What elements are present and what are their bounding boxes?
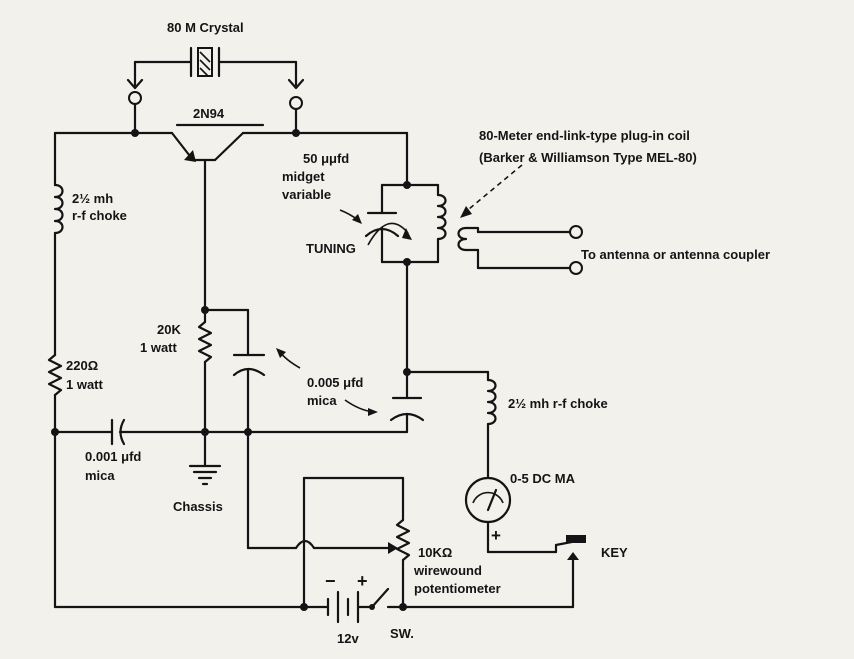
label-cap-001-2: mica bbox=[85, 468, 115, 483]
label-coil-line1: 80-Meter end-link-type plug-in coil bbox=[479, 128, 690, 143]
cap-005-left-symbol bbox=[203, 308, 398, 554]
label-cap-tune-3: variable bbox=[282, 187, 331, 202]
potentiometer-10k bbox=[300, 476, 411, 611]
label-battery-plus: + bbox=[357, 571, 368, 591]
label-cap-tune-1: 50 μμfd bbox=[303, 151, 349, 166]
telegraph-key bbox=[554, 535, 586, 609]
cap-005-right-symbol bbox=[389, 260, 425, 434]
label-meter: 0-5 DC MA bbox=[510, 471, 576, 486]
crystal-symbol bbox=[126, 46, 305, 135]
label-pot-2: wirewound bbox=[413, 563, 482, 578]
switch-sw bbox=[369, 587, 575, 610]
tuning-capacitor bbox=[364, 131, 440, 266]
label-key: KEY bbox=[601, 545, 628, 560]
right-choke bbox=[405, 370, 497, 480]
pointer-arrows bbox=[276, 209, 378, 416]
left-choke bbox=[53, 131, 137, 357]
battery-12v bbox=[53, 590, 374, 624]
label-antenna: To antenna or antenna coupler bbox=[581, 247, 770, 262]
label-pot-1: 10KΩ bbox=[418, 545, 452, 560]
label-choke-left-2: r-f choke bbox=[72, 208, 127, 223]
tank-coil bbox=[436, 164, 583, 275]
label-choke-right: 2½ mh r-f choke bbox=[508, 396, 608, 411]
label-chassis: Chassis bbox=[173, 499, 223, 514]
label-battery-minus: − bbox=[325, 571, 336, 591]
label-cap-tune-2: midget bbox=[282, 169, 325, 184]
transistor-2n94 bbox=[131, 123, 409, 312]
label-cap-001-1: 0.001 μfd bbox=[85, 449, 141, 464]
label-cap-005-2: mica bbox=[307, 393, 337, 408]
label-transistor: 2N94 bbox=[193, 106, 225, 121]
label-res-20k-2: 1 watt bbox=[140, 340, 178, 355]
label-res-220-2: 1 watt bbox=[66, 377, 104, 392]
label-res-20k-1: 20K bbox=[157, 322, 181, 337]
label-tuning: TUNING bbox=[306, 241, 356, 256]
resistor-20k-symbol bbox=[188, 306, 222, 486]
left-resistor-220 bbox=[47, 353, 63, 609]
label-cap-005-1: 0.005 μfd bbox=[307, 375, 363, 390]
label-pot-3: potentiometer bbox=[414, 581, 501, 596]
cap-001-symbol bbox=[53, 418, 409, 446]
label-meter-plus: + bbox=[491, 526, 501, 545]
label-battery: 12v bbox=[337, 631, 359, 646]
label-switch: SW. bbox=[390, 626, 414, 641]
label-coil-line2: (Barker & Williamson Type MEL-80) bbox=[479, 150, 697, 165]
label-choke-left-1: 2½ mh bbox=[72, 191, 113, 206]
meter-0-5ma bbox=[464, 476, 558, 554]
label-res-220-1: 220Ω bbox=[66, 358, 98, 373]
label-crystal: 80 M Crystal bbox=[167, 20, 244, 35]
